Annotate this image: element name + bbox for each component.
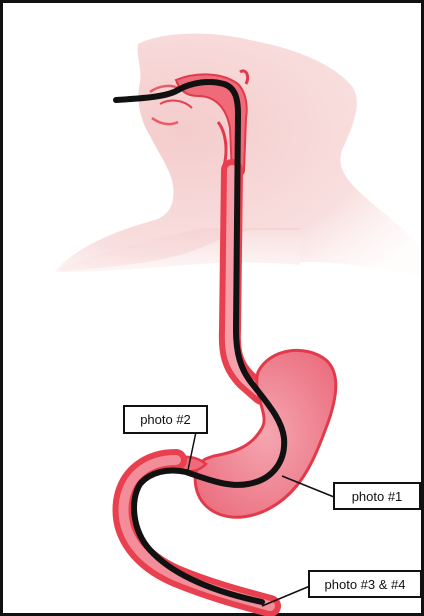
photo-1-label: photo #1 bbox=[333, 482, 421, 510]
photo-3-4-text: photo #3 & #4 bbox=[325, 578, 406, 591]
photo-2-label: photo #2 bbox=[123, 405, 208, 434]
photo-3-4-label: photo #3 & #4 bbox=[308, 570, 422, 598]
photo-2-text: photo #2 bbox=[140, 413, 191, 426]
photo-1-text: photo #1 bbox=[352, 490, 403, 503]
